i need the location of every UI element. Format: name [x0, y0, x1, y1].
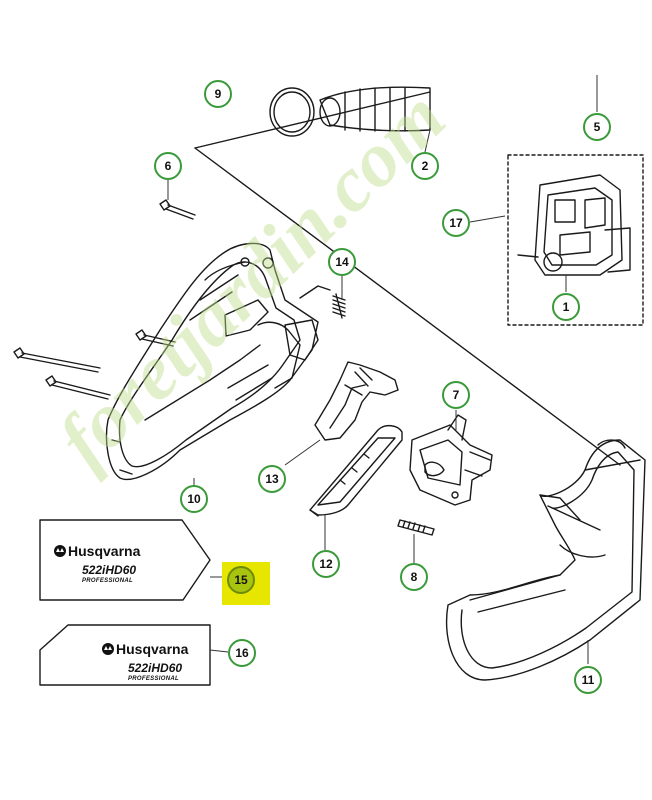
- part-16-decal-outline: [39, 624, 211, 686]
- part-8-pin: [397, 519, 435, 536]
- part-17-electronics: [517, 174, 631, 276]
- part-screws-left: [13, 329, 176, 400]
- decal-15-edition: PROFESSIONAL: [82, 578, 133, 584]
- part-7-lock: [409, 414, 493, 506]
- callout-11[interactable]: 11: [574, 666, 602, 694]
- callout-10[interactable]: 10: [180, 485, 208, 513]
- callout-8[interactable]: 8: [400, 563, 428, 591]
- plane-line-diagonal: [194, 147, 621, 466]
- callout-15[interactable]: 15: [227, 566, 255, 594]
- decal-16-model: 522iHD60: [128, 661, 183, 675]
- leader-lines: [167, 75, 598, 664]
- decal-15-brand: Husqvarna: [68, 543, 141, 559]
- part-11-handle-housing: [445, 439, 646, 681]
- part-13-trigger: [314, 361, 399, 441]
- callout-16[interactable]: 16: [228, 639, 256, 667]
- subassembly-dashed-box: [507, 154, 644, 326]
- callout-5[interactable]: 5: [583, 113, 611, 141]
- decal-16-brand: Husqvarna: [116, 641, 189, 657]
- callout-17[interactable]: 17: [442, 209, 470, 237]
- part-10-handle-housing: [105, 242, 319, 480]
- decal-15-model: 522iHD60: [82, 563, 137, 577]
- part-6-screw: [159, 199, 196, 220]
- part-12-button: [309, 425, 403, 517]
- callout-2[interactable]: 2: [411, 152, 439, 180]
- callout-9[interactable]: 9: [204, 80, 232, 108]
- callout-6[interactable]: 6: [154, 152, 182, 180]
- part-15-decal-outline: [39, 519, 211, 601]
- callout-13[interactable]: 13: [258, 465, 286, 493]
- part-14-spring: [299, 285, 346, 319]
- crown-inner-mark: [56, 548, 112, 650]
- callout-7[interactable]: 7: [442, 381, 470, 409]
- callout-14[interactable]: 14: [328, 248, 356, 276]
- husqvarna-crown-icon: [54, 545, 114, 655]
- decal-16-edition: PROFESSIONAL: [128, 676, 179, 682]
- callout-1[interactable]: 1: [552, 293, 580, 321]
- callout-12[interactable]: 12: [312, 550, 340, 578]
